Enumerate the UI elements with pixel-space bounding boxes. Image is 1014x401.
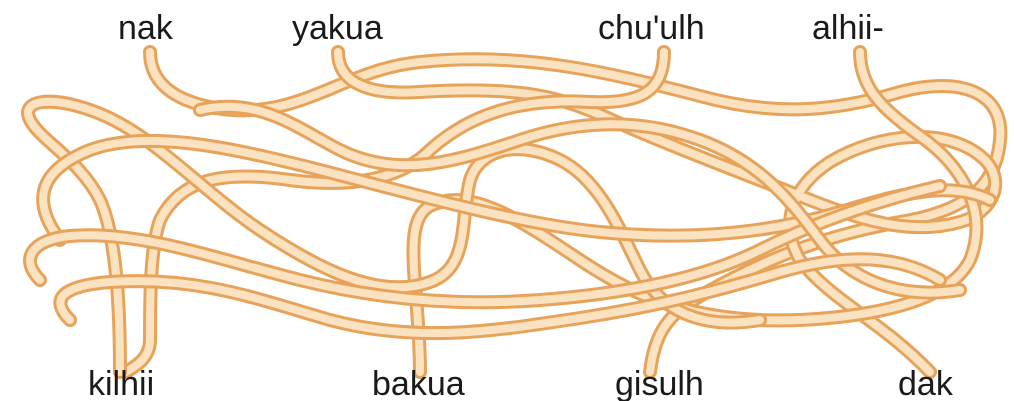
bottom-word-bakua: bakua — [372, 364, 465, 401]
top-word-yakua: yakua — [292, 8, 383, 48]
top-word-alhii: alhii- — [812, 8, 884, 48]
bottom-word-dak: dak — [898, 364, 953, 401]
bottom-word-gisulh: gisulh — [615, 364, 704, 401]
top-word-chuulh: chu'ulh — [598, 8, 705, 48]
top-word-nak: nak — [118, 8, 173, 48]
bottom-word-kilhii: kilhii — [88, 364, 154, 401]
